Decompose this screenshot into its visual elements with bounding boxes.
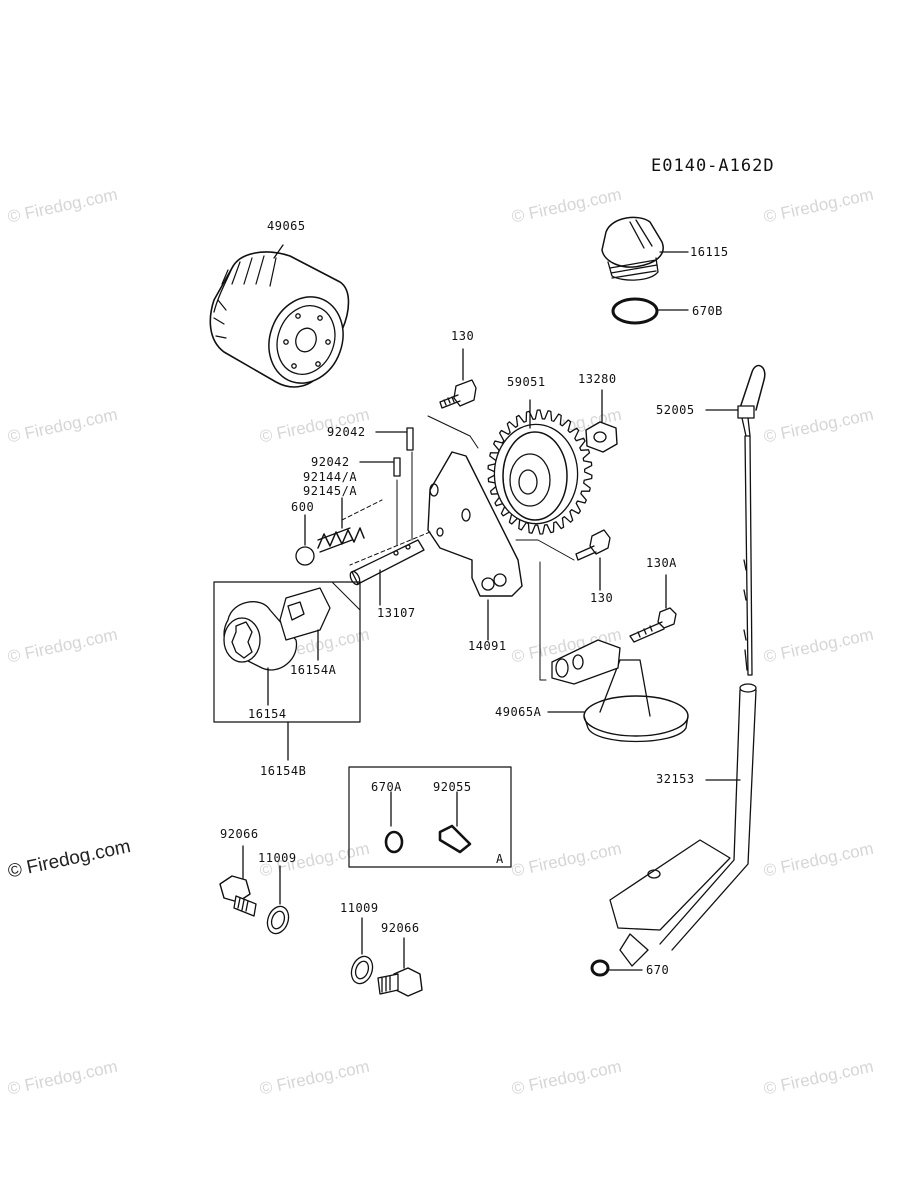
callout-130-mid: 130	[590, 591, 614, 605]
callout-670: 670	[646, 963, 670, 977]
callout-16115: 16115	[690, 245, 729, 259]
o-ring-670B	[611, 297, 659, 325]
dipstick-tube-32153	[609, 683, 757, 967]
pin-92042-a	[406, 427, 414, 451]
callout-49065A: 49065A	[495, 705, 542, 719]
bolt-130-mid	[575, 529, 611, 591]
callout-16154A: 16154A	[290, 663, 337, 677]
callout-box-a: A	[496, 852, 504, 866]
o-ring-670A	[384, 830, 404, 854]
washer-11009-left	[266, 905, 290, 935]
gasket-92055	[438, 824, 472, 854]
drain-plug-92066-right	[377, 937, 423, 997]
callout-600: 600	[291, 500, 315, 514]
pin-92042-b	[393, 457, 401, 477]
group-box-16154B	[213, 581, 361, 723]
diagram-code: E0140-A162D	[651, 156, 775, 176]
bolt-130A	[629, 574, 677, 643]
ball-600	[295, 546, 315, 566]
callout-92066-left: 92066	[220, 827, 259, 841]
plate-14091	[427, 451, 523, 641]
spring-92144	[317, 527, 365, 553]
drain-plug-92066-left	[219, 845, 257, 917]
coupling-16154	[223, 601, 298, 706]
callout-670A: 670A	[371, 780, 402, 794]
dipstick-52005	[705, 364, 766, 676]
gear-59051	[487, 399, 593, 535]
callout-130-top: 130	[451, 329, 475, 343]
callout-11009-left: 11009	[258, 851, 297, 865]
filler-cap-16115	[601, 216, 689, 281]
o-ring-670	[590, 959, 610, 977]
callout-92042-b: 92042	[311, 455, 350, 469]
callout-49065: 49065	[267, 219, 306, 233]
callout-130A: 130A	[646, 556, 677, 570]
key-16154A	[279, 587, 331, 661]
nut-13280	[585, 389, 618, 453]
callout-16154: 16154	[248, 707, 287, 721]
callout-13280: 13280	[578, 372, 617, 386]
callout-59051: 59051	[507, 375, 546, 389]
washer-11009-right	[350, 955, 374, 985]
oil-filter-49065	[209, 244, 350, 388]
callout-92144A: 92144/A	[303, 470, 358, 484]
callout-670B: 670B	[692, 304, 723, 318]
group-box-a	[348, 766, 512, 868]
callout-32153: 32153	[656, 772, 695, 786]
shaft-13107	[349, 539, 425, 606]
callout-92055: 92055	[433, 780, 472, 794]
callout-92145A: 92145/A	[303, 484, 358, 498]
oil-strainer-49065A	[547, 639, 689, 743]
callout-16154B: 16154B	[260, 764, 307, 778]
bolt-130-top	[439, 348, 477, 409]
callout-13107: 13107	[377, 606, 416, 620]
callout-92042-a: 92042	[327, 425, 366, 439]
callout-92066-right: 92066	[381, 921, 420, 935]
callout-52005: 52005	[656, 403, 695, 417]
callout-14091: 14091	[468, 639, 507, 653]
callout-11009-right: 11009	[340, 901, 379, 915]
